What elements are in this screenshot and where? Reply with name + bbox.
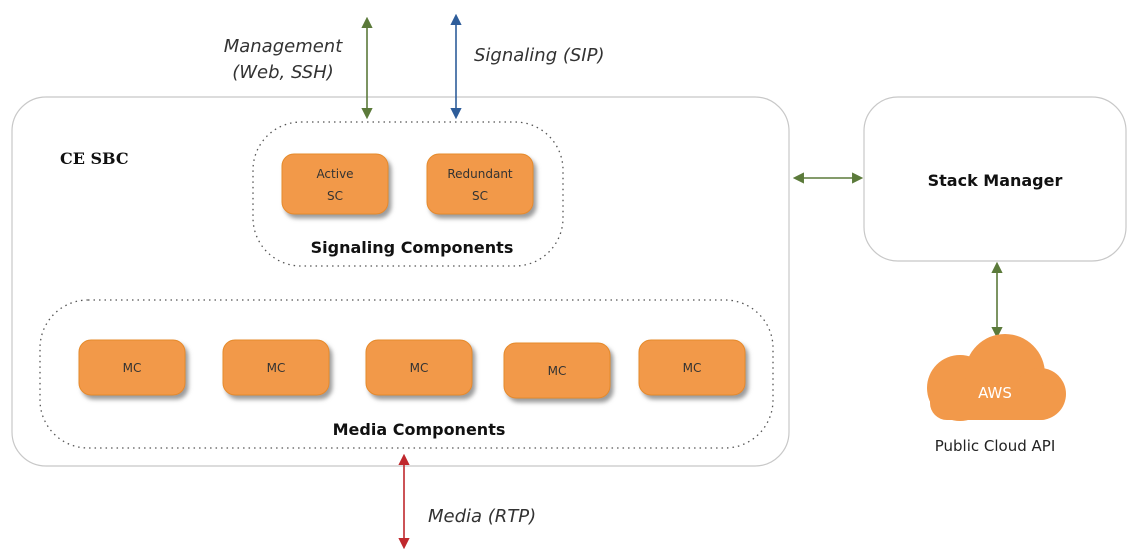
signaling-component-active-line1: Active xyxy=(316,167,353,181)
aws-cloud-icon xyxy=(927,334,1066,421)
media-components-label: Media Components xyxy=(333,420,506,439)
media-component-2: MC xyxy=(222,339,330,396)
media-component-4: MC xyxy=(503,342,611,399)
media-component-1: MC xyxy=(78,339,186,396)
media-label: Media (RTP) xyxy=(428,506,536,527)
media-component-4-label: MC xyxy=(548,364,567,378)
media-component-2-label: MC xyxy=(267,361,286,375)
media-component-3: MC xyxy=(365,339,473,396)
media-components-group xyxy=(39,299,774,449)
signaling-component-redundant: Redundant SC xyxy=(426,153,534,215)
management-label-line2: (Web, SSH) xyxy=(232,62,334,83)
signaling-label: Signaling (SIP) xyxy=(474,45,604,66)
aws-cloud-label: AWS xyxy=(978,384,1012,402)
signaling-component-active-line2: SC xyxy=(327,189,343,203)
ce-sbc-title: CE SBC xyxy=(60,149,129,168)
media-component-5: MC xyxy=(638,339,746,396)
signaling-component-redundant-line1: Redundant xyxy=(447,167,513,181)
public-cloud-api-caption: Public Cloud API xyxy=(935,437,1056,455)
media-component-1-label: MC xyxy=(123,361,142,375)
signaling-component-active: Active SC xyxy=(281,153,389,215)
media-component-5-label: MC xyxy=(683,361,702,375)
signaling-components-label: Signaling Components xyxy=(311,238,514,257)
media-component-3-label: MC xyxy=(410,361,429,375)
stack-manager-box xyxy=(863,96,1127,262)
signaling-component-redundant-line2: SC xyxy=(472,189,488,203)
stack-manager-label: Stack Manager xyxy=(928,171,1063,190)
management-label-line1: Management xyxy=(224,36,344,57)
